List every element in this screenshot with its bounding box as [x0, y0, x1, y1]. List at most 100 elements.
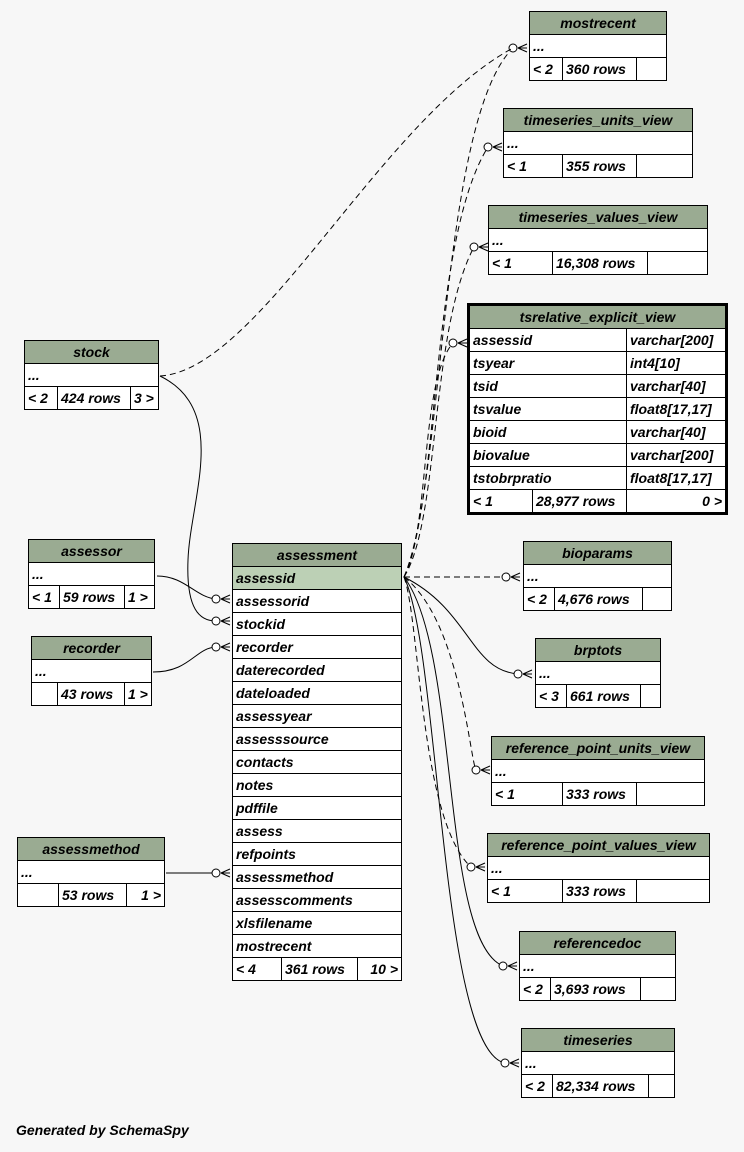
column-ellipsis: ...	[533, 38, 545, 54]
table-timeseries-units-view[interactable]: timeseries_units_view ... < 1 355 rows	[503, 108, 693, 178]
parents-count	[32, 683, 57, 705]
zero-optional-marker	[483, 142, 493, 152]
many-crowfoot-marker	[522, 669, 533, 679]
column-dateloaded[interactable]: dateloaded	[236, 685, 310, 701]
column-ellipsis: ...	[525, 1055, 537, 1071]
parents-count: < 1	[507, 158, 527, 174]
table-title[interactable]: timeseries	[522, 1029, 674, 1052]
column-type: varchar[40]	[626, 375, 725, 397]
many-crowfoot-marker	[220, 642, 231, 652]
column-ellipsis: ...	[28, 367, 40, 383]
table-stock[interactable]: stock ... < 2 424 rows 3 >	[24, 340, 159, 410]
many-crowfoot-marker	[507, 961, 518, 971]
edge-assessment-brptots	[403, 576, 519, 675]
children-count	[640, 978, 675, 1000]
column-assessid[interactable]: assessid	[236, 570, 296, 586]
row-count: 43 rows	[57, 683, 124, 705]
column-pdffile[interactable]: pdffile	[236, 800, 278, 816]
table-tsrelative-explicit-view[interactable]: tsrelative_explicit_view assessid varchar…	[467, 303, 728, 515]
edge-stock-assessment	[159, 375, 217, 622]
table-title[interactable]: assessment	[233, 544, 401, 567]
edge-assessment-reference-point-values-view	[403, 576, 472, 868]
zero-optional-marker	[500, 1058, 510, 1068]
table-title[interactable]: reference_point_values_view	[488, 834, 709, 857]
table-timeseries[interactable]: timeseries ... < 2 82,334 rows	[521, 1028, 675, 1098]
table-title[interactable]: bioparams	[524, 542, 671, 565]
table-assessmethod[interactable]: assessmethod ... 53 rows 1 >	[17, 837, 165, 907]
table-title[interactable]: stock	[25, 341, 158, 364]
column-name[interactable]: assessid	[473, 332, 533, 348]
column-recorder[interactable]: recorder	[236, 639, 293, 655]
parents-count: < 3	[539, 688, 559, 704]
many-crowfoot-marker	[220, 868, 231, 878]
column-xlsfilename[interactable]: xlsfilename	[236, 915, 313, 931]
column-ellipsis: ...	[527, 568, 539, 584]
zero-optional-marker	[211, 868, 221, 878]
column-name[interactable]: tsid	[473, 378, 498, 394]
table-recorder[interactable]: recorder ... 43 rows 1 >	[31, 636, 152, 706]
parents-count: < 1	[492, 255, 512, 271]
parents-count: < 2	[525, 1078, 545, 1094]
parents-count: < 2	[523, 981, 543, 997]
row-count: 333 rows	[562, 783, 636, 805]
children-count	[648, 1075, 674, 1097]
table-title[interactable]: referencedoc	[520, 932, 675, 955]
row-count: 355 rows	[562, 155, 636, 177]
many-crowfoot-marker	[220, 594, 231, 604]
table-title[interactable]: mostrecent	[530, 12, 666, 35]
table-assessment[interactable]: assessment assessid assessorid stockid r…	[232, 543, 402, 981]
table-timeseries-values-view[interactable]: timeseries_values_view ... < 1 16,308 ro…	[488, 205, 708, 275]
column-name[interactable]: tstobrpratio	[473, 470, 552, 486]
table-title[interactable]: tsrelative_explicit_view	[470, 306, 725, 329]
column-ellipsis: ...	[523, 958, 535, 974]
column-assesssource[interactable]: assesssource	[236, 731, 329, 747]
column-assess[interactable]: assess	[236, 823, 283, 839]
zero-optional-marker	[466, 862, 476, 872]
column-name[interactable]: bioid	[473, 424, 507, 440]
table-reference-point-values-view[interactable]: reference_point_values_view ... < 1 333 …	[487, 833, 710, 903]
row-count: 3,693 rows	[550, 978, 640, 1000]
table-title[interactable]: reference_point_units_view	[492, 737, 704, 760]
row-count: 28,977 rows	[532, 490, 626, 512]
column-notes[interactable]: notes	[236, 777, 274, 793]
row-count: 661 rows	[566, 685, 640, 707]
column-ellipsis: ...	[507, 135, 519, 151]
column-name[interactable]: biovalue	[473, 447, 530, 463]
table-assessor[interactable]: assessor ... < 1 59 rows 1 >	[28, 539, 155, 609]
column-contacts[interactable]: contacts	[236, 754, 294, 770]
table-title[interactable]: timeseries_units_view	[504, 109, 692, 132]
table-title[interactable]: timeseries_values_view	[489, 206, 707, 229]
children-count: 10 >	[357, 958, 401, 980]
table-title[interactable]: assessor	[29, 540, 154, 563]
column-ellipsis: ...	[21, 864, 33, 880]
table-title[interactable]: recorder	[32, 637, 151, 660]
table-title[interactable]: brptots	[536, 639, 660, 662]
row-count: 4,676 rows	[554, 588, 642, 610]
children-count	[636, 58, 666, 80]
many-crowfoot-marker	[478, 242, 489, 252]
edge-assessment-timeseries-values-view	[403, 246, 475, 578]
table-referencedoc[interactable]: referencedoc ... < 2 3,693 rows	[519, 931, 676, 1001]
children-count: 1 >	[126, 884, 164, 906]
column-stockid[interactable]: stockid	[236, 616, 286, 632]
many-crowfoot-marker	[475, 862, 486, 872]
table-title[interactable]: assessmethod	[18, 838, 164, 861]
column-daterecorded[interactable]: daterecorded	[236, 662, 325, 678]
table-reference-point-units-view[interactable]: reference_point_units_view ... < 1 333 r…	[491, 736, 705, 806]
column-mostrecent[interactable]: mostrecent	[236, 938, 312, 954]
column-assessmethod[interactable]: assessmethod	[236, 869, 334, 885]
column-assessyear[interactable]: assessyear	[236, 708, 312, 724]
table-bioparams[interactable]: bioparams ... < 2 4,676 rows	[523, 541, 672, 611]
column-refpoints[interactable]: refpoints	[236, 846, 296, 862]
row-count: 82,334 rows	[552, 1075, 648, 1097]
table-mostrecent[interactable]: mostrecent ... < 2 360 rows	[529, 11, 667, 81]
column-assesscomments[interactable]: assesscomments	[236, 892, 353, 908]
column-name[interactable]: tsyear	[473, 355, 515, 371]
row-count: 361 rows	[281, 958, 357, 980]
column-assessorid[interactable]: assessorid	[236, 593, 310, 609]
row-count: 360 rows	[562, 58, 636, 80]
children-count	[640, 685, 660, 707]
table-brptots[interactable]: brptots ... < 3 661 rows	[535, 638, 661, 708]
column-name[interactable]: tsvalue	[473, 401, 522, 417]
